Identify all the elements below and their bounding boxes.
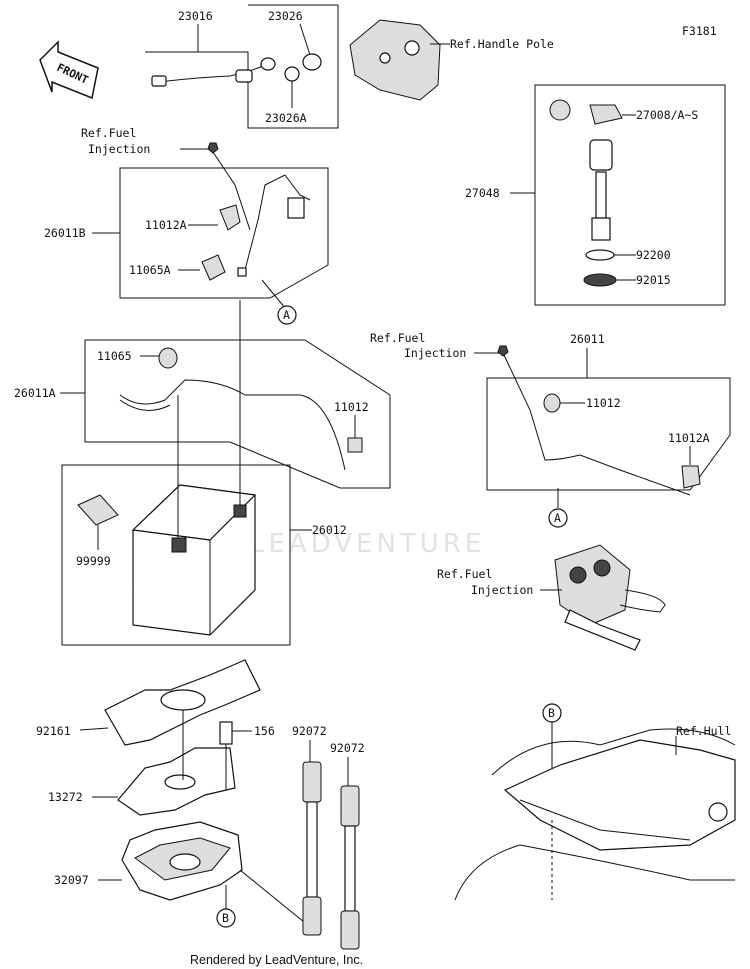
callout-92072-a[interactable]: 92072 bbox=[292, 724, 327, 738]
front-arrow-icon: FRONT bbox=[39, 40, 99, 100]
handle-pole-ref: Ref.Handle Pole bbox=[349, 19, 554, 101]
marker-b-1: B bbox=[222, 911, 229, 925]
callout-23026[interactable]: 23026 bbox=[268, 9, 303, 23]
callout-26011[interactable]: 26011 bbox=[570, 332, 605, 346]
callout-26011B[interactable]: 26011B bbox=[44, 226, 86, 240]
callout-27008[interactable]: 27008/A~S bbox=[636, 108, 698, 122]
figure-id: F3181 bbox=[682, 24, 717, 38]
callout-92072-b[interactable]: 92072 bbox=[330, 741, 365, 755]
callout-11012-left[interactable]: 11012 bbox=[334, 400, 369, 414]
hull-ref: B Ref.Hull bbox=[454, 703, 736, 901]
callout-23026A[interactable]: 23026A bbox=[265, 111, 307, 125]
watermark-text: LEADVENTURE bbox=[250, 529, 485, 559]
ref-fuel-1-line2: Injection bbox=[88, 142, 150, 156]
ref-handle-pole: Ref.Handle Pole bbox=[450, 37, 554, 51]
relay-fuel-injection-ref: A Ref.Fuel Injection bbox=[437, 488, 666, 651]
harness-23016-group: 23016 23026 23026A bbox=[145, 4, 339, 129]
callout-26011A[interactable]: 26011A bbox=[14, 386, 56, 400]
callout-26012[interactable]: 26012 bbox=[312, 523, 347, 537]
callout-11065A[interactable]: 11065A bbox=[129, 263, 171, 277]
switch-27048-group: 27048 27008/A~S 92200 92015 bbox=[465, 84, 726, 306]
ref-fuel-3-line1: Ref.Fuel bbox=[437, 567, 492, 581]
callout-32097[interactable]: 32097 bbox=[54, 873, 89, 887]
callout-11012-right[interactable]: 11012 bbox=[586, 396, 621, 410]
callout-13272[interactable]: 13272 bbox=[48, 790, 83, 804]
callout-92200[interactable]: 92200 bbox=[636, 248, 671, 262]
cable-26011A-group: 26011A 11065 11012 bbox=[14, 339, 391, 489]
marker-a-1: A bbox=[283, 308, 290, 322]
callout-11012A-top[interactable]: 11012A bbox=[145, 218, 187, 232]
ref-fuel-2-line1: Ref.Fuel bbox=[370, 331, 425, 345]
callout-23016[interactable]: 23016 bbox=[178, 9, 213, 23]
callout-156[interactable]: 156 bbox=[254, 724, 275, 738]
callout-92161[interactable]: 92161 bbox=[36, 724, 71, 738]
straps-92072-group: 92072 92072 bbox=[292, 724, 365, 950]
cable-26011-group: Ref.Fuel Injection 26011 11012 11012A bbox=[370, 331, 731, 496]
ref-fuel-2-line2: Injection bbox=[404, 346, 466, 360]
marker-a-2: A bbox=[554, 511, 561, 525]
battery-tray-group: 92161 13272 156 32097 B bbox=[36, 659, 321, 936]
footer-credit: Rendered by LeadVenture, Inc. bbox=[190, 953, 363, 967]
cable-26011B-group: 26011B Ref.Fuel Injection 11012A 11065A … bbox=[44, 126, 329, 325]
callout-27048[interactable]: 27048 bbox=[465, 186, 500, 200]
callout-92015[interactable]: 92015 bbox=[636, 273, 671, 287]
ref-fuel-1-line1: Ref.Fuel bbox=[81, 126, 136, 140]
callout-99999[interactable]: 99999 bbox=[76, 554, 111, 568]
marker-b-2: B bbox=[548, 706, 555, 720]
callout-11065[interactable]: 11065 bbox=[97, 349, 132, 363]
battery-26012-group: 26012 99999 bbox=[61, 300, 347, 646]
callout-11012A-right[interactable]: 11012A bbox=[668, 431, 710, 445]
ref-fuel-3-line2: Injection bbox=[471, 583, 533, 597]
ref-hull: Ref.Hull bbox=[676, 724, 731, 738]
